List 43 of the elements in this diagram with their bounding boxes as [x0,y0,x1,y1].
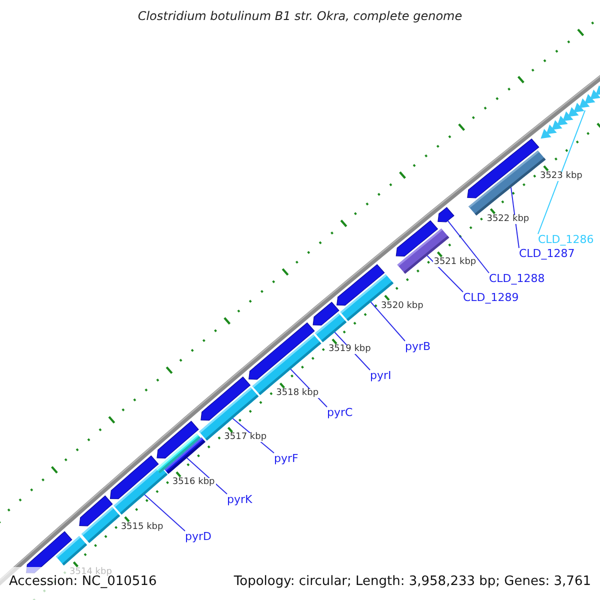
scale-label: 3516 kbp [171,478,216,488]
scale-label: 3523 kbp [538,172,584,182]
gene-block [79,495,113,526]
gene-bar [56,536,88,566]
gene-chevrons [540,85,600,139]
gene-label: pyrF [274,453,298,464]
leader-line [447,220,490,274]
gene-bar [156,434,201,474]
gene-label: CLD_1288 [489,273,545,284]
leader-line [538,110,586,234]
gene-label: pyrB [405,341,431,352]
gene-block [396,220,438,257]
gene-block [156,420,199,458]
gene-block [200,376,251,421]
gene-block [248,322,315,380]
gene-block [110,455,159,500]
gene-block [438,206,454,222]
gene-label: CLD_1289 [463,292,519,303]
scale-label: 3514 kbp [68,568,113,577]
gene-block [467,138,540,198]
gene-label: CLD_1286 [538,234,594,245]
leader-line [510,186,520,248]
accession-text: Accession: NC_010516 [9,574,157,588]
gene-label: pyrK [227,494,252,505]
scale-label: 3518 kbp [275,389,320,398]
leader-line [186,457,228,494]
title: Clostridium botulinum B1 str. Okra, complete genome [136,10,464,22]
genome-info-text: Topology: circular; Length: 3,958,233 bp; Genes: 3,761 [234,574,591,588]
scale-label: 3520 kbp [380,302,424,311]
gene-label: pyrD [185,531,212,542]
leader-line [426,255,464,292]
gene-block [312,302,340,326]
gene-label: pyrI [370,370,392,381]
gene-label: pyrC [327,407,353,418]
leader-line [370,302,406,342]
leader-line [144,494,186,532]
gene-label: CLD_1287 [519,248,575,259]
scale-label: 3515 kbp [120,522,164,532]
scale-label: 3519 kbp [327,345,372,354]
scale-label: 3517 kbp [223,433,268,442]
gene-bar [81,506,120,544]
scale-label: 3521 kbp [432,258,478,268]
scale-label: 3522 kbp [486,214,530,224]
